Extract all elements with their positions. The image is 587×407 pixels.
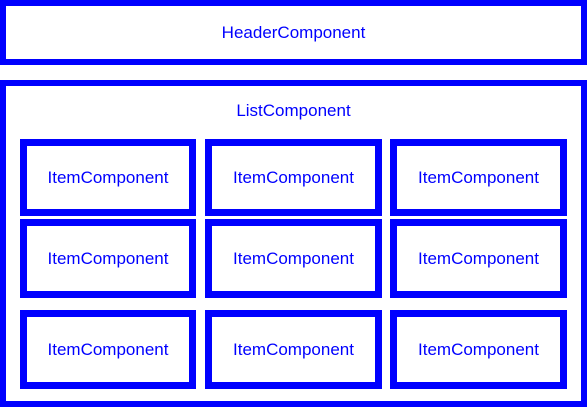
header-component-box: HeaderComponent xyxy=(0,0,587,65)
item-component-label: ItemComponent xyxy=(233,249,354,268)
item-component-box: ItemComponent xyxy=(205,139,382,216)
item-component-box: ItemComponent xyxy=(205,219,382,298)
item-component-label: ItemComponent xyxy=(418,340,539,359)
header-component-label: HeaderComponent xyxy=(221,23,366,42)
item-component-box: ItemComponent xyxy=(390,310,567,389)
item-component-label: ItemComponent xyxy=(47,249,169,268)
list-component-label: ListComponent xyxy=(236,101,351,120)
item-component-label: ItemComponent xyxy=(47,340,169,359)
item-component-box: ItemComponent xyxy=(390,139,567,216)
item-component-label: ItemComponent xyxy=(233,340,354,359)
item-component-label: ItemComponent xyxy=(418,168,539,187)
item-component-label: ItemComponent xyxy=(233,168,354,187)
item-component-box: ItemComponent xyxy=(205,310,382,389)
item-component-box: ItemComponent xyxy=(20,310,196,389)
item-component-box: ItemComponent xyxy=(20,139,196,216)
item-component-label: ItemComponent xyxy=(418,249,539,268)
item-component-box: ItemComponent xyxy=(390,219,567,298)
item-component-label: ItemComponent xyxy=(47,168,169,187)
item-component-box: ItemComponent xyxy=(20,219,196,298)
